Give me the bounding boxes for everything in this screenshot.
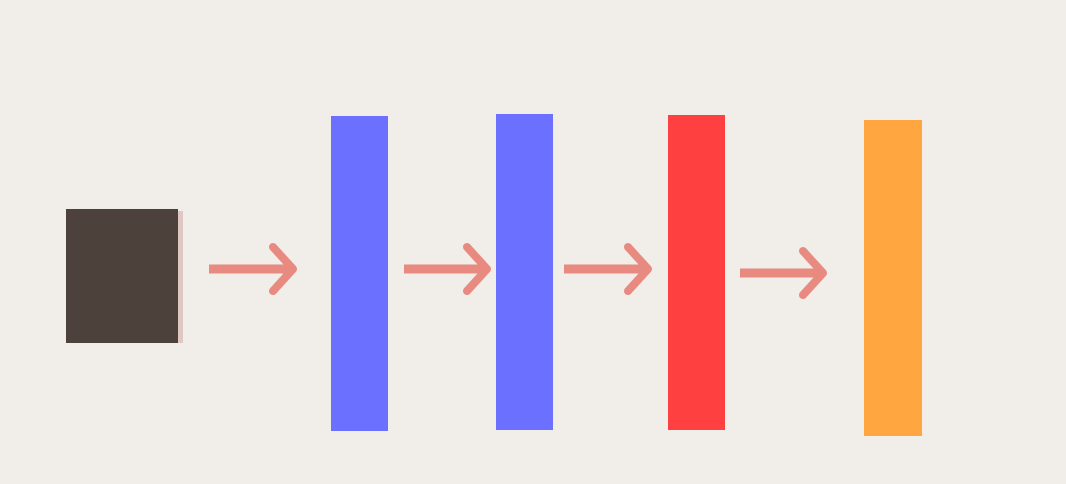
arrow-4-icon: [740, 247, 827, 299]
input-square-block: [66, 209, 178, 343]
block-layer-2: [496, 114, 553, 430]
arrow-1-icon: [209, 243, 297, 295]
input-square-shadow: [177, 211, 183, 343]
block-layer-1: [331, 116, 388, 431]
block-layer-3: [668, 115, 725, 430]
blocks-layer: [66, 114, 922, 436]
arrow-3-icon: [564, 243, 652, 295]
block-layer-4: [864, 120, 922, 436]
arrows-layer: [209, 243, 827, 299]
arrow-2-icon: [404, 243, 491, 295]
